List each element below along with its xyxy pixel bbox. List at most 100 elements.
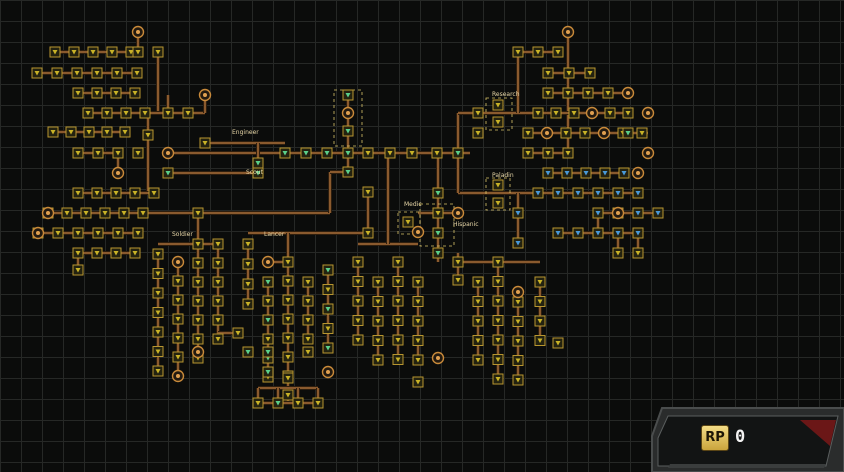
tech-node-193[interactable] xyxy=(513,297,523,307)
tech-node-107[interactable] xyxy=(213,334,223,344)
tech-node-198[interactable] xyxy=(535,277,545,287)
tech-node-197[interactable] xyxy=(513,375,523,385)
tech-node-131[interactable] xyxy=(303,296,313,306)
tech-node-117[interactable] xyxy=(263,296,273,306)
tech-node-91[interactable] xyxy=(173,333,183,343)
tech-node-237[interactable] xyxy=(543,148,553,158)
tech-node-258[interactable] xyxy=(653,208,663,218)
tech-node-214[interactable] xyxy=(585,68,595,78)
tech-node-145[interactable] xyxy=(253,398,263,408)
tech-node-137[interactable] xyxy=(323,324,333,334)
tech-node-108[interactable] xyxy=(233,328,243,338)
tech-node-1[interactable] xyxy=(280,148,290,158)
tech-node-13[interactable] xyxy=(343,167,353,177)
tech-node-130[interactable] xyxy=(303,277,313,287)
tech-node-109[interactable] xyxy=(363,187,373,197)
tech-node-30[interactable] xyxy=(111,88,121,98)
tech-node-52[interactable] xyxy=(200,138,210,148)
tech-node-265[interactable] xyxy=(613,248,623,258)
tech-node-81[interactable] xyxy=(153,269,163,279)
tech-node-cog-25[interactable] xyxy=(133,27,144,38)
tech-node-71[interactable] xyxy=(113,228,123,238)
tech-node-112[interactable] xyxy=(243,259,253,269)
tech-node-225[interactable] xyxy=(623,108,633,118)
tech-node-78[interactable] xyxy=(73,265,83,275)
tech-node-89[interactable] xyxy=(173,295,183,305)
tech-node-244[interactable] xyxy=(562,168,572,178)
tech-node-136[interactable] xyxy=(323,304,333,314)
tech-node-37[interactable] xyxy=(163,108,173,118)
tech-node-159[interactable] xyxy=(393,257,403,267)
tech-node-254[interactable] xyxy=(633,188,643,198)
tech-node-132[interactable] xyxy=(303,315,313,325)
tech-node-208[interactable] xyxy=(513,47,523,57)
tech-node-175[interactable] xyxy=(433,248,443,258)
tech-node-187[interactable] xyxy=(493,277,503,287)
tech-node-180[interactable] xyxy=(453,275,463,285)
tech-node-48[interactable] xyxy=(133,148,143,158)
tech-node-173[interactable] xyxy=(433,208,443,218)
tech-node-7[interactable] xyxy=(407,148,417,158)
tech-node-55[interactable] xyxy=(73,188,83,198)
tech-node-20[interactable] xyxy=(50,47,60,57)
tech-node-2[interactable] xyxy=(301,148,311,158)
tech-node-49[interactable] xyxy=(143,130,153,140)
tech-node-126[interactable] xyxy=(283,333,293,343)
tech-node-86[interactable] xyxy=(153,366,163,376)
tech-node-26[interactable] xyxy=(133,47,143,57)
tech-node-85[interactable] xyxy=(153,347,163,357)
tech-node-104[interactable] xyxy=(213,277,223,287)
tech-node-171[interactable] xyxy=(413,377,423,387)
tech-node-166[interactable] xyxy=(413,297,423,307)
tech-node-106[interactable] xyxy=(213,315,223,325)
tech-node-195[interactable] xyxy=(513,336,523,346)
tech-node-88[interactable] xyxy=(173,276,183,286)
tech-node-21[interactable] xyxy=(69,47,79,57)
tech-node-68[interactable] xyxy=(53,228,63,238)
tech-node-153[interactable] xyxy=(353,335,363,345)
tech-node-72[interactable] xyxy=(133,228,143,238)
tech-node-127[interactable] xyxy=(283,352,293,362)
tech-node-266[interactable] xyxy=(633,248,643,258)
tech-node-35[interactable] xyxy=(140,108,150,118)
tech-node-221[interactable] xyxy=(551,108,561,118)
tech-node-239[interactable] xyxy=(493,180,503,190)
tech-node-34[interactable] xyxy=(121,108,131,118)
tech-node-113[interactable] xyxy=(243,279,253,289)
tech-node-cog-248[interactable] xyxy=(633,168,644,179)
tech-node-236[interactable] xyxy=(523,148,533,158)
tech-node-134[interactable] xyxy=(323,265,333,275)
tech-node-98[interactable] xyxy=(193,315,203,325)
tech-node-cog-202[interactable] xyxy=(513,287,524,298)
tech-node-253[interactable] xyxy=(613,188,623,198)
tech-node-cog-101[interactable] xyxy=(193,347,204,358)
tech-node-102[interactable] xyxy=(213,239,223,249)
tech-node-69[interactable] xyxy=(73,228,83,238)
tech-node-205[interactable] xyxy=(473,128,483,138)
tech-node-70[interactable] xyxy=(93,228,103,238)
tech-node-90[interactable] xyxy=(173,314,183,324)
tech-node-59[interactable] xyxy=(149,188,159,198)
tech-node-cog-66[interactable] xyxy=(43,208,54,219)
tech-node-15[interactable] xyxy=(52,68,62,78)
tech-node-251[interactable] xyxy=(573,188,583,198)
tech-node-179[interactable] xyxy=(453,257,463,267)
tech-node-263[interactable] xyxy=(613,228,623,238)
tech-node-262[interactable] xyxy=(593,228,603,238)
tech-node-261[interactable] xyxy=(573,228,583,238)
tech-node-cog-232[interactable] xyxy=(599,128,610,139)
tech-node-125[interactable] xyxy=(283,314,293,324)
tech-node-148[interactable] xyxy=(313,398,323,408)
tech-node-118[interactable] xyxy=(263,315,273,325)
tech-node-143[interactable] xyxy=(263,367,273,377)
tech-node-123[interactable] xyxy=(283,276,293,286)
tech-node-182[interactable] xyxy=(473,297,483,307)
tech-node-250[interactable] xyxy=(553,188,563,198)
tech-node-157[interactable] xyxy=(373,336,383,346)
tech-node-238[interactable] xyxy=(563,148,573,158)
tech-node-80[interactable] xyxy=(153,249,163,259)
tech-node-165[interactable] xyxy=(413,277,423,287)
tech-node-247[interactable] xyxy=(619,168,629,178)
tech-node-169[interactable] xyxy=(413,355,423,365)
